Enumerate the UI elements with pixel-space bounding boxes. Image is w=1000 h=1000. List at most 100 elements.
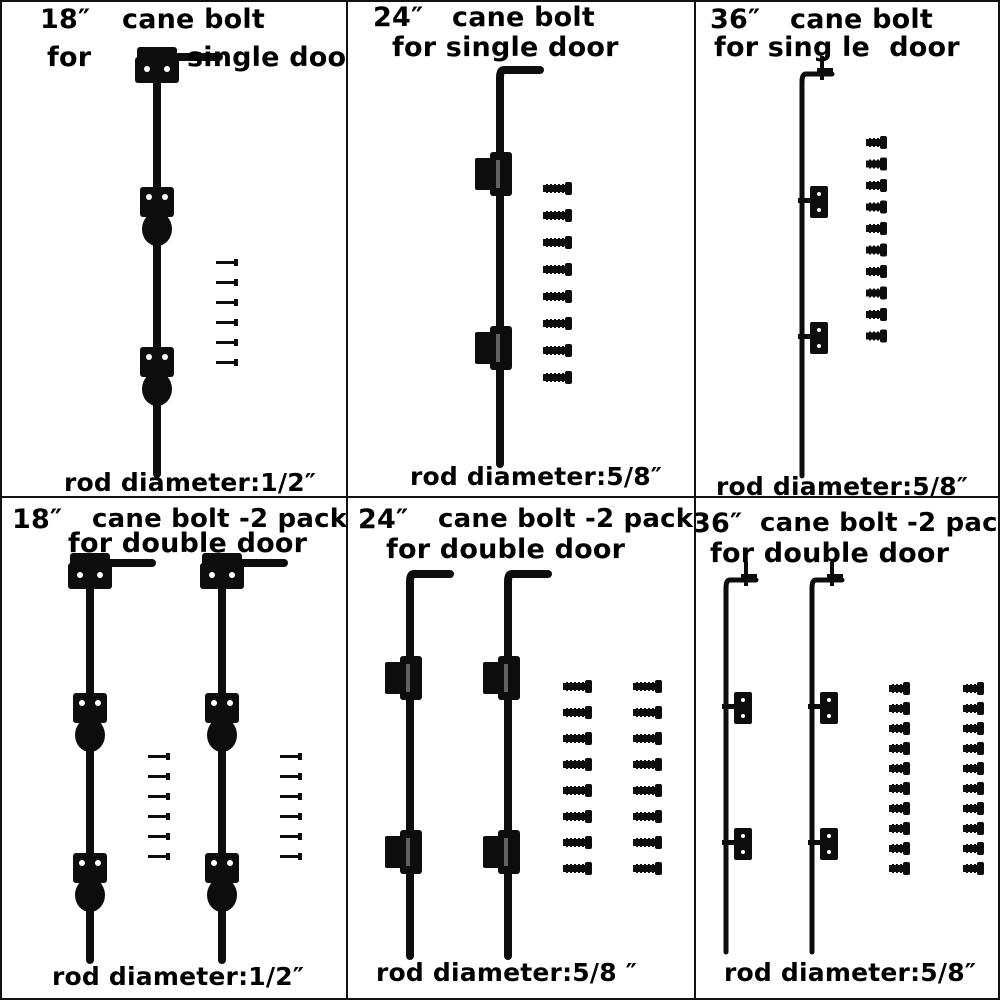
panel-subtitle: for single door (392, 32, 619, 63)
screw-icon (563, 758, 592, 771)
panel-36-double: 36″ cane bolt -2 pack for double door ro… (694, 496, 1000, 1000)
bracket-icon (722, 692, 752, 724)
screw-icon (633, 784, 662, 797)
panel-subtitle: for double door (386, 534, 626, 565)
cane-bolt-icon (406, 570, 454, 960)
cane-bolt-icon (809, 562, 845, 955)
bracket-icon (808, 828, 838, 860)
screw-icon (563, 836, 592, 849)
screw-icon (889, 802, 910, 815)
cane-bolt-icon (153, 53, 223, 478)
rod-diameter-label: rod diameter:1/2″ (64, 468, 317, 497)
bracket-icon (722, 828, 752, 860)
bracket-icon (798, 322, 828, 354)
panel-subtitle: for double door (710, 538, 950, 569)
screw-icon (963, 722, 984, 735)
screw-icon (148, 793, 170, 800)
screw-icon (633, 836, 662, 849)
bracket-icon (73, 853, 107, 912)
screw-icon (543, 263, 572, 276)
cane-bolt-illustration (722, 562, 984, 955)
screw-icon (216, 259, 238, 266)
screw-icon (889, 782, 910, 795)
screw-icon (216, 279, 238, 286)
panel-18-double: 18″ cane bolt -2 pack for double door ro… (0, 496, 348, 1000)
screw-icon (963, 842, 984, 855)
bracket-icon (475, 326, 512, 370)
screw-icon (216, 339, 238, 346)
rod-diameter-label: rod diameter:5/8″ (724, 958, 977, 987)
screw-icon (889, 762, 910, 775)
screw-icon (889, 862, 910, 875)
bracket-icon (68, 553, 112, 589)
screw-icon (633, 706, 662, 719)
screw-icon (633, 810, 662, 823)
panel-36-single: 36″ cane bolt for sing le door rod diame… (694, 0, 1000, 498)
screw-icon (543, 182, 572, 195)
screw-icon (280, 853, 302, 860)
cane-bolt-illustration (798, 56, 887, 479)
bracket-icon (808, 692, 838, 724)
screw-icon (889, 682, 910, 695)
screw-icon (889, 822, 910, 835)
bracket-icon (73, 693, 107, 752)
bracket-icon (483, 830, 520, 874)
panel-24-single: 24″ cane bolt for single door rod diamet… (346, 0, 696, 498)
bracket-icon (798, 186, 828, 218)
screw-icon (280, 753, 302, 760)
screw-icon (543, 371, 572, 384)
cane-bolt-illustration (385, 570, 662, 960)
screw-icon (866, 200, 887, 214)
screw-icon (866, 265, 887, 278)
panel-title: cane bolt (790, 4, 933, 35)
cane-bolt-icon (496, 66, 544, 468)
screw-icon (563, 706, 592, 719)
cane-bolt-illustration (68, 553, 302, 964)
screw-icon (633, 732, 662, 745)
screw-icon (543, 236, 572, 249)
panel-size-label: 24″ (358, 504, 409, 535)
screw-icon (216, 299, 238, 306)
bracket-icon (135, 47, 179, 83)
cane-bolt-icon (723, 562, 759, 955)
screw-icon (563, 862, 592, 875)
panel-24-double: 24″ cane bolt -2 pack for double door ro… (346, 496, 696, 1000)
screw-icon (280, 793, 302, 800)
panel-size-label: 18″ (12, 504, 63, 535)
screw-icon (563, 810, 592, 823)
screw-icon (563, 732, 592, 745)
panel-size-label: 36″ (710, 4, 761, 35)
panel-title: cane bolt -2 pack (92, 504, 348, 534)
screw-icon (963, 702, 984, 715)
screw-icon (866, 157, 887, 171)
rod-diameter-label: rod diameter:5/8″ (716, 472, 969, 498)
screw-icon (866, 243, 887, 257)
panel-subtitle: for (47, 42, 92, 73)
screw-icon (543, 344, 572, 357)
panel-size-label: 18″ (40, 4, 91, 35)
screw-icon (866, 222, 887, 235)
bracket-icon (483, 656, 520, 700)
screw-icon (280, 833, 302, 840)
bracket-icon (385, 830, 422, 874)
panel-title: cane bolt (452, 2, 595, 33)
screw-icon (963, 822, 984, 835)
screw-icon (963, 762, 984, 775)
screw-icon (216, 319, 238, 326)
screw-icon (543, 317, 572, 330)
screw-icon (563, 680, 592, 693)
cane-bolt-illustration (135, 47, 238, 478)
cane-bolt-icon (799, 56, 835, 479)
screw-icon (889, 742, 910, 755)
panel-title: cane bolt -2 pack (438, 504, 694, 534)
bracket-icon (140, 187, 174, 246)
screw-icon (889, 842, 910, 855)
screw-icon (563, 784, 592, 797)
screw-icon (216, 359, 238, 366)
panel-size-label: 36″ (694, 508, 743, 539)
screw-icon (633, 680, 662, 693)
bracket-icon (140, 347, 174, 406)
panel-size-label: 24″ (373, 2, 424, 33)
panel-18-single: 18″ cane bolt for single door rod diamet… (0, 0, 348, 498)
